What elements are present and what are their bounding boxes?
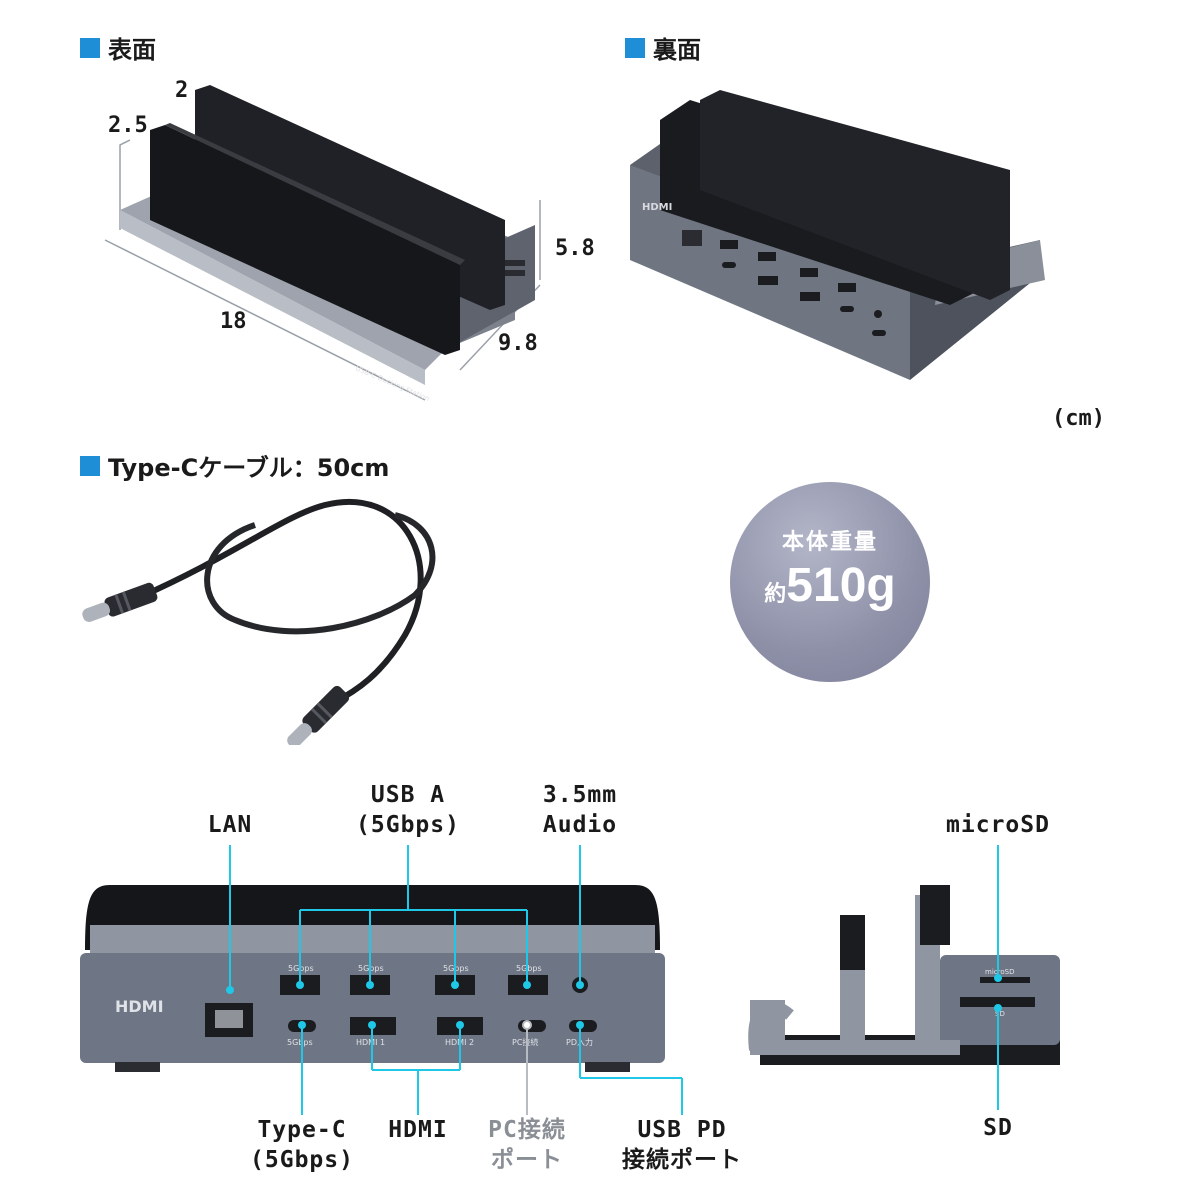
sd-print: SD bbox=[995, 1010, 1005, 1018]
port-label-hdmi: HDMI bbox=[388, 1117, 448, 1143]
front-view-illustration: USB-C Docking Station bbox=[104, 85, 541, 403]
square-bullet-icon bbox=[625, 37, 645, 58]
dimension-top-width: 2 bbox=[175, 78, 189, 103]
cable-title: Type-Cケーブル：50cm bbox=[80, 448, 389, 483]
dimension-length: 18 bbox=[220, 309, 247, 334]
weight-label: 本体重量 bbox=[781, 530, 878, 555]
port-label-type-c: Type-C (5Gbps) bbox=[250, 1117, 354, 1173]
type-c-print: 5Gbps bbox=[287, 1038, 313, 1047]
hdmi-logo: HDMI bbox=[115, 997, 164, 1016]
front-view-title: 表面 bbox=[80, 30, 156, 65]
hdmi1-print: HDMI 1 bbox=[356, 1038, 385, 1047]
microsd-print: microSD bbox=[985, 968, 1014, 976]
port-label-sd: SD bbox=[983, 1115, 1013, 1141]
svg-text:HDMI: HDMI bbox=[642, 202, 672, 213]
square-bullet-icon bbox=[80, 37, 100, 58]
port-label-usb-a: USB A (5Gbps) bbox=[356, 782, 460, 838]
pc-port-print: PC接続 bbox=[512, 1037, 538, 1047]
port-label-audio: 3.5mm Audio bbox=[542, 782, 618, 838]
dimension-height: 5.8 bbox=[555, 236, 595, 261]
usb-a-print-4: 5Gbps bbox=[516, 964, 542, 973]
dimension-unit: (cm) bbox=[1052, 406, 1105, 431]
type-c-cable-illustration bbox=[82, 498, 436, 745]
back-view-illustration: HDMI bbox=[630, 90, 1045, 380]
weight-value: 510g bbox=[786, 559, 896, 612]
port-label-pc: PC接続 ポート bbox=[488, 1117, 566, 1173]
dimension-depth: 9.8 bbox=[498, 331, 538, 356]
back-view-title: 裏面 bbox=[625, 30, 701, 65]
weight-value-line: 約510g bbox=[730, 558, 930, 613]
dimension-slot: 2.5 bbox=[108, 113, 148, 138]
port-label-usb-pd: USB PD 接続ポート bbox=[622, 1117, 742, 1173]
port-label-lan: LAN bbox=[207, 812, 253, 838]
card-slot-illustration: microSD SD bbox=[748, 885, 1060, 1065]
weight-badge: 本体重量 約510g bbox=[730, 482, 930, 682]
port-label-microsd: microSD bbox=[946, 812, 1050, 838]
square-bullet-icon bbox=[80, 455, 100, 476]
weight-prefix: 約 bbox=[764, 582, 787, 607]
rear-ports-illustration: HDMI 5Gbps 5Gbps 5Gbps 5Gbps 5Gbps HDMI … bbox=[80, 885, 665, 1072]
